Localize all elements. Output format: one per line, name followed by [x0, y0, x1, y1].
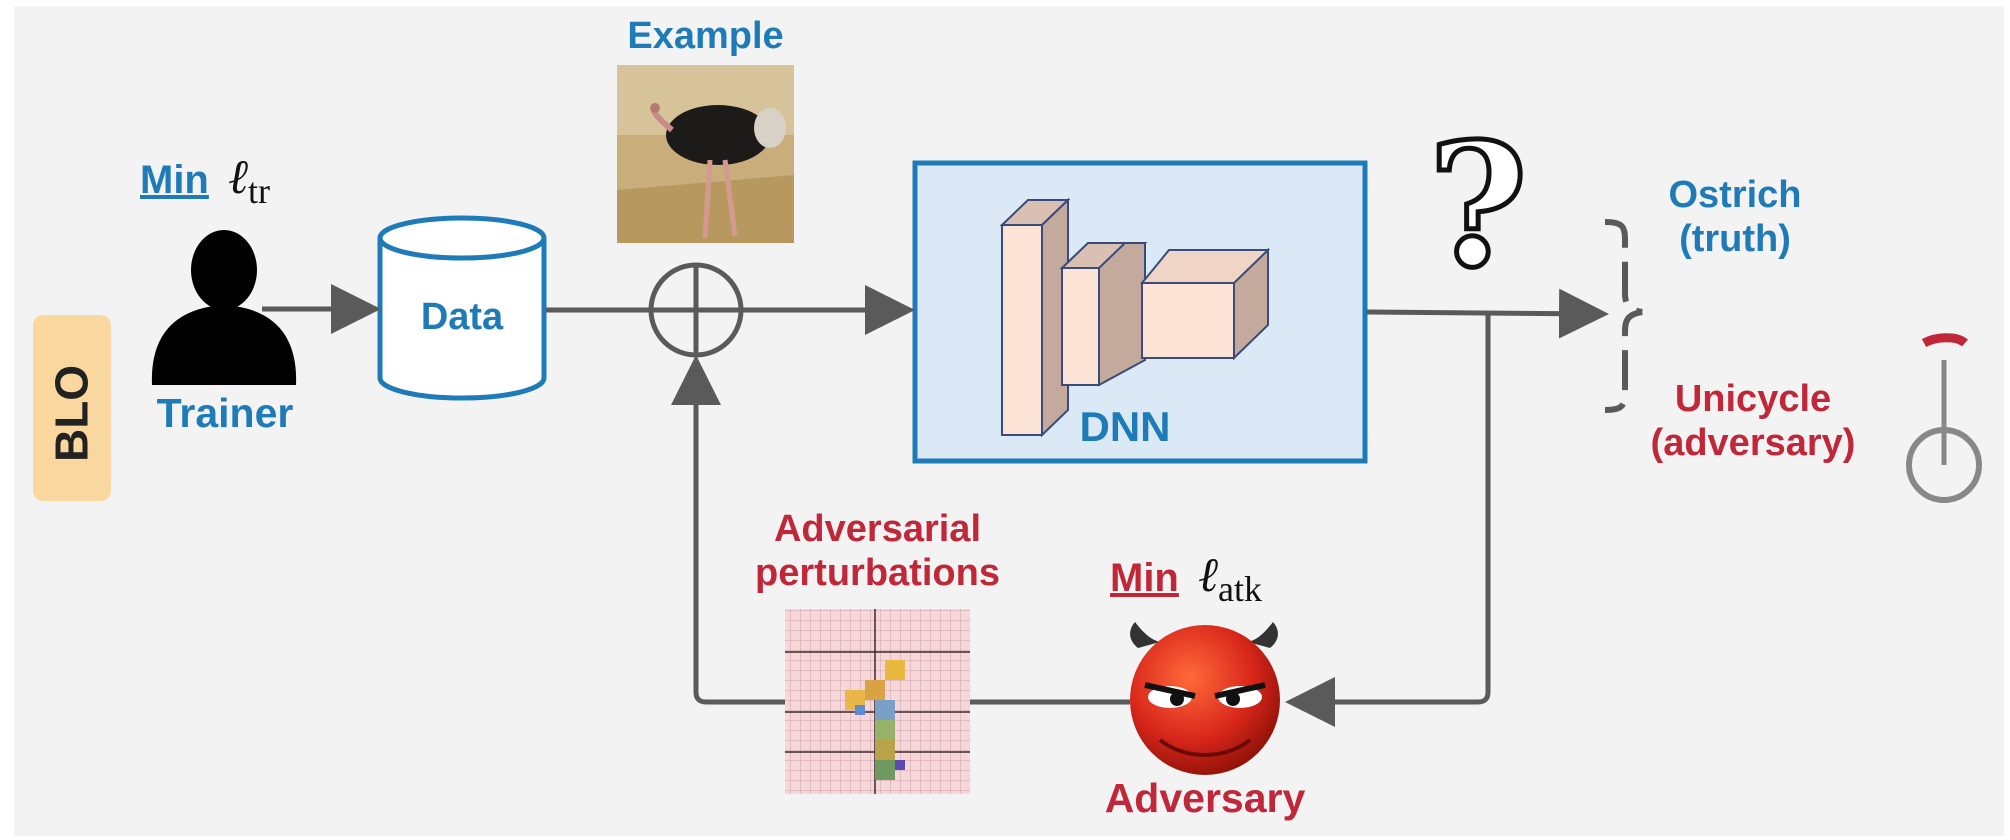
truth-output-label: Ostrich (truth) [1630, 174, 1840, 261]
output-brace [1604, 219, 1643, 413]
arrow-output-to-adversary [1285, 313, 1491, 727]
trainer-loss-subscript: tr [248, 171, 270, 211]
dnn-layers-icon [999, 197, 1271, 438]
truth-line-1: Ostrich [1668, 174, 1802, 216]
adversary-loss-symbol: ℓ [1198, 549, 1218, 602]
trainer-objective: Min ℓtr [140, 150, 270, 211]
blo-tag [33, 315, 111, 501]
data-label: Data [420, 296, 504, 338]
sum-operator-icon [648, 262, 744, 358]
adversary-loss-subscript: atk [1218, 569, 1262, 609]
connector-arrows [262, 284, 1609, 727]
trainer-person-icon [151, 230, 297, 385]
perturbation-line-2: perturbations [755, 551, 1000, 594]
adversary-output-line-2: (adversary) [1650, 421, 1856, 464]
trainer-loss-symbol: ℓ [228, 151, 248, 204]
example-label: Example [627, 15, 784, 57]
ostrich-example-image [617, 65, 794, 243]
perturbation-image [785, 609, 970, 794]
adversary-objective: Min ℓatk [1110, 548, 1262, 609]
devil-adversary-icon [1130, 622, 1280, 775]
perturbation-line-1: Adversarial [773, 508, 981, 550]
truth-line-2: (truth) [1679, 217, 1791, 260]
adversary-output-line-1: Unicycle [1674, 378, 1832, 420]
trainer-label: Trainer [156, 390, 294, 436]
adversary-min-label: Min [1110, 556, 1179, 600]
trainer-min-label: Min [140, 158, 209, 202]
dnn-box [912, 160, 1368, 464]
unicycle-image [1906, 333, 1982, 503]
blo-label: BLO [45, 364, 98, 463]
adversary-label: Adversary [1104, 775, 1306, 821]
dnn-label: DNN [1079, 403, 1171, 450]
perturbation-label: Adversarial perturbations [735, 508, 1020, 595]
question-mark-icon: ? [1428, 106, 1528, 306]
adversary-output-label: Unicycle (adversary) [1638, 378, 1868, 465]
arrow-perturbation-to-sum [671, 355, 785, 705]
data-cylinder-icon [377, 215, 547, 401]
